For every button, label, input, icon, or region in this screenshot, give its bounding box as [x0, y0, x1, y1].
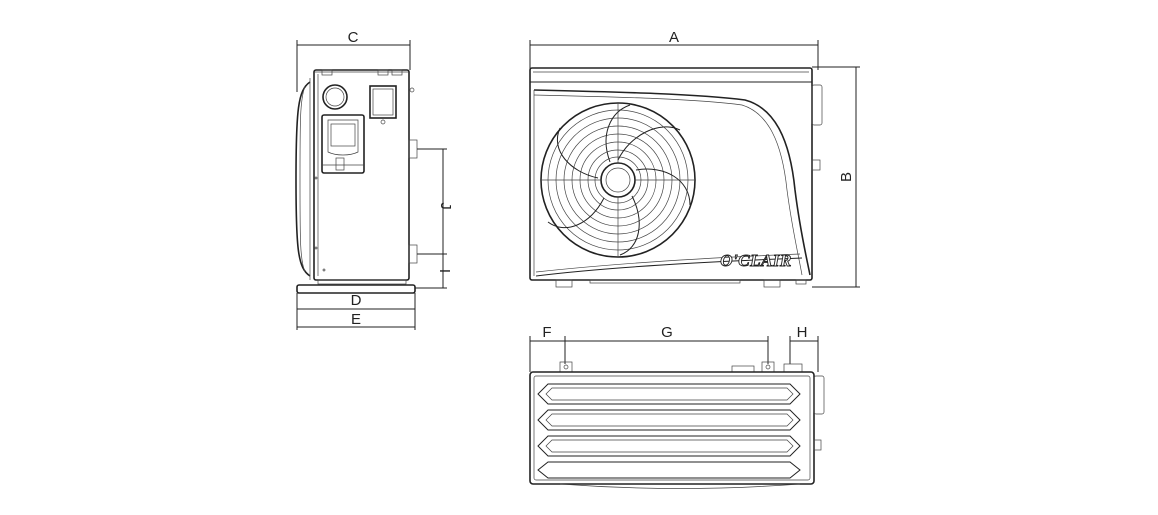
side-water-inlet — [408, 244, 418, 264]
top-view: F G H — [529, 324, 825, 489]
fan-blade — [605, 104, 631, 163]
front-foot-left — [555, 279, 573, 288]
side-front-grille — [295, 81, 311, 277]
dim-b-label: B — [838, 172, 855, 182]
dim-e-label: E — [351, 311, 361, 328]
fan-blade — [547, 197, 605, 229]
dim-f-label: F — [542, 324, 551, 341]
side-round-port — [322, 84, 348, 110]
front-foot-right — [763, 279, 781, 288]
top-mount-tab-left — [559, 361, 573, 373]
brand-logo: O'CLAIR — [720, 251, 792, 270]
side-water-outlet — [408, 139, 418, 159]
top-vent-slot — [537, 409, 801, 431]
top-side-connector — [813, 375, 825, 415]
side-view: C — [295, 29, 454, 330]
top-vent-slot — [537, 383, 801, 405]
top-body — [529, 371, 815, 485]
front-view: A B — [529, 29, 860, 288]
fan-blade — [556, 127, 599, 179]
front-decor-curve — [533, 89, 811, 276]
side-electrical-box — [321, 114, 365, 174]
fan-blade — [635, 168, 691, 206]
top-vent-slot — [537, 435, 801, 457]
dim-j-label: J — [437, 202, 454, 210]
dim-a-label: A — [669, 29, 679, 46]
dim-i-label: I — [436, 269, 453, 273]
front-side-connector-top — [811, 84, 823, 126]
fan-blade — [617, 126, 681, 161]
dim-g-label: G — [661, 324, 673, 341]
top-vent-slot — [537, 461, 801, 479]
side-display-panel — [369, 85, 397, 119]
side-base — [296, 284, 416, 294]
side-body — [313, 69, 410, 281]
fan-blade — [619, 195, 640, 256]
dim-h-label: H — [797, 324, 808, 341]
dim-d-label: D — [351, 292, 362, 309]
dim-c-label: C — [348, 29, 359, 46]
